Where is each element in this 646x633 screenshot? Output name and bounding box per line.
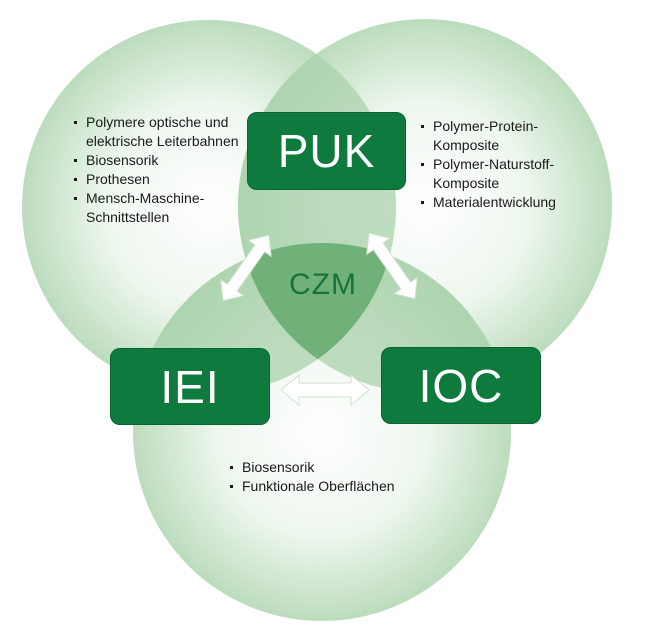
ioc-label: IOC <box>418 359 504 412</box>
puk-label: PUK <box>277 125 376 177</box>
list-item: Funktionale Oberflächen <box>228 477 468 496</box>
arrow-puk-ioc <box>366 232 418 300</box>
list-item: Mensch-Maschine-Schnittstellen <box>72 189 262 227</box>
czm-label: CZM <box>289 268 357 301</box>
overlap-right-bottom <box>238 243 511 393</box>
iei-label: IEI <box>160 360 220 413</box>
list-item: Biosensorik <box>228 458 468 477</box>
list-item: Polymer-Naturstoff-Komposite <box>419 155 583 193</box>
list-item: Biosensorik <box>72 151 262 170</box>
puk-box: PUK <box>247 112 406 190</box>
iei-box: IEI <box>110 348 270 425</box>
arrow-iei-puk <box>220 234 272 302</box>
arrow-iei-ioc <box>280 373 370 407</box>
list-item: Prothesen <box>72 170 262 189</box>
list-item: Materialentwicklung <box>419 193 609 212</box>
list-item: Polymere optische und elektrische Leiter… <box>72 113 262 151</box>
bottom-topic-list: Biosensorik Funktionale Oberflächen <box>228 458 468 496</box>
left-topic-list: Polymere optische und elektrische Leiter… <box>72 113 262 227</box>
ioc-box: IOC <box>381 347 541 424</box>
list-item: Polymer-Protein-Komposite <box>419 117 573 155</box>
overlap-left-bottom <box>133 243 396 394</box>
right-topic-list: Polymer-Protein-Komposite Polymer-Naturs… <box>419 117 609 212</box>
